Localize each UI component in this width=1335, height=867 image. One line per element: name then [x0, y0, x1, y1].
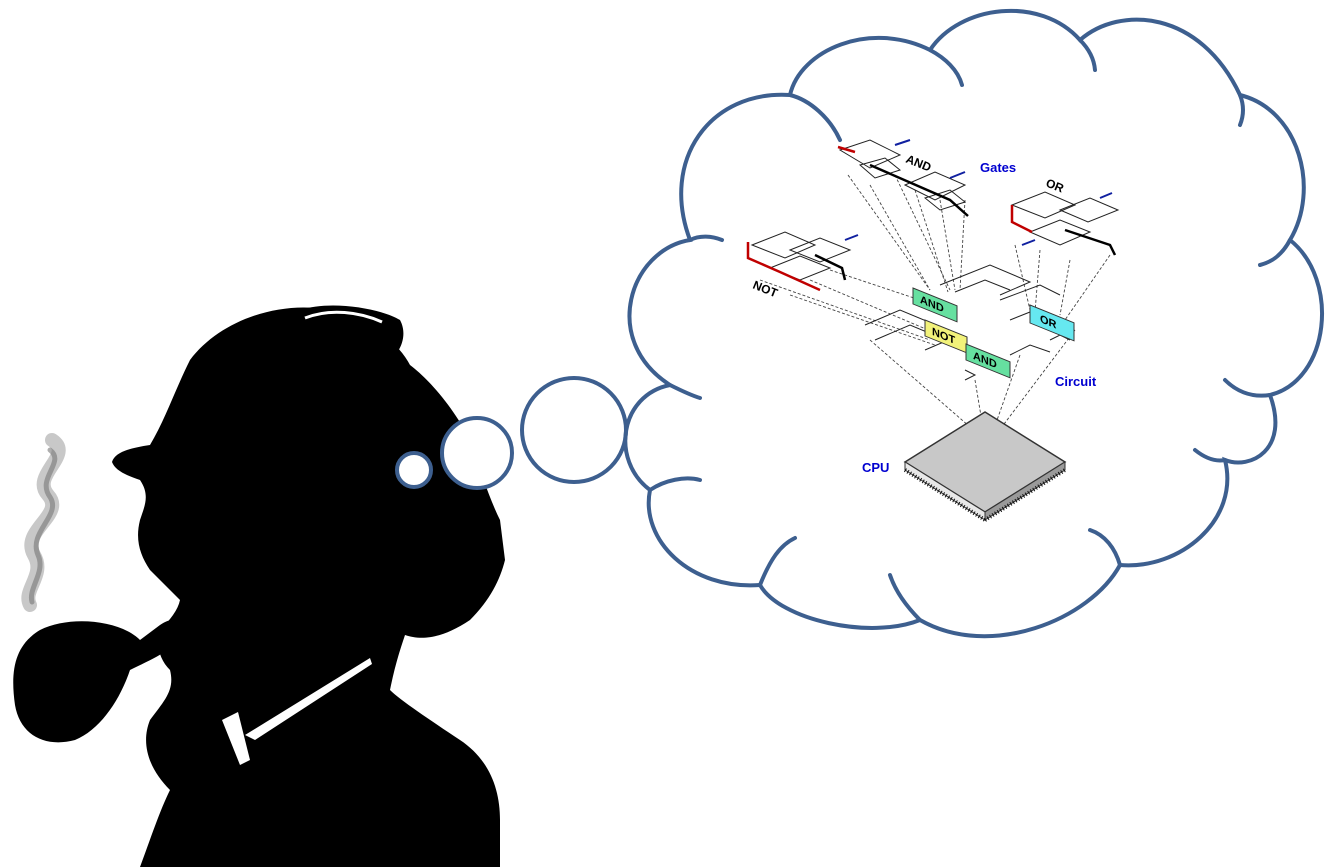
collar-highlight-2: [222, 712, 250, 765]
hat-highlight: [304, 310, 383, 324]
gates-label: Gates: [980, 160, 1016, 175]
circuit-and-box-top: AND: [912, 287, 958, 323]
cpu-chip-icon: [903, 411, 1067, 522]
circuit-and-box-bottom: AND: [965, 343, 1011, 379]
circuit-not-box: NOT: [924, 319, 968, 354]
and-gate-diagram: AND: [837, 139, 969, 217]
pipe-smoke-icon: [21, 433, 66, 612]
or-gate-label: OR: [1044, 176, 1066, 196]
or-gate-diagram: OR: [1010, 176, 1120, 256]
circuit-or-box: OR: [1029, 304, 1075, 342]
cpu-label: CPU: [862, 460, 889, 475]
thought-cloud: [623, 8, 1325, 639]
collar-highlight: [245, 658, 372, 740]
not-gate-diagram: NOT: [746, 231, 859, 301]
and-gate-label: AND: [904, 152, 934, 175]
detective-silhouette-icon: [13, 305, 505, 867]
not-gate-label: NOT: [751, 278, 780, 301]
circuit-label: Circuit: [1055, 374, 1097, 389]
